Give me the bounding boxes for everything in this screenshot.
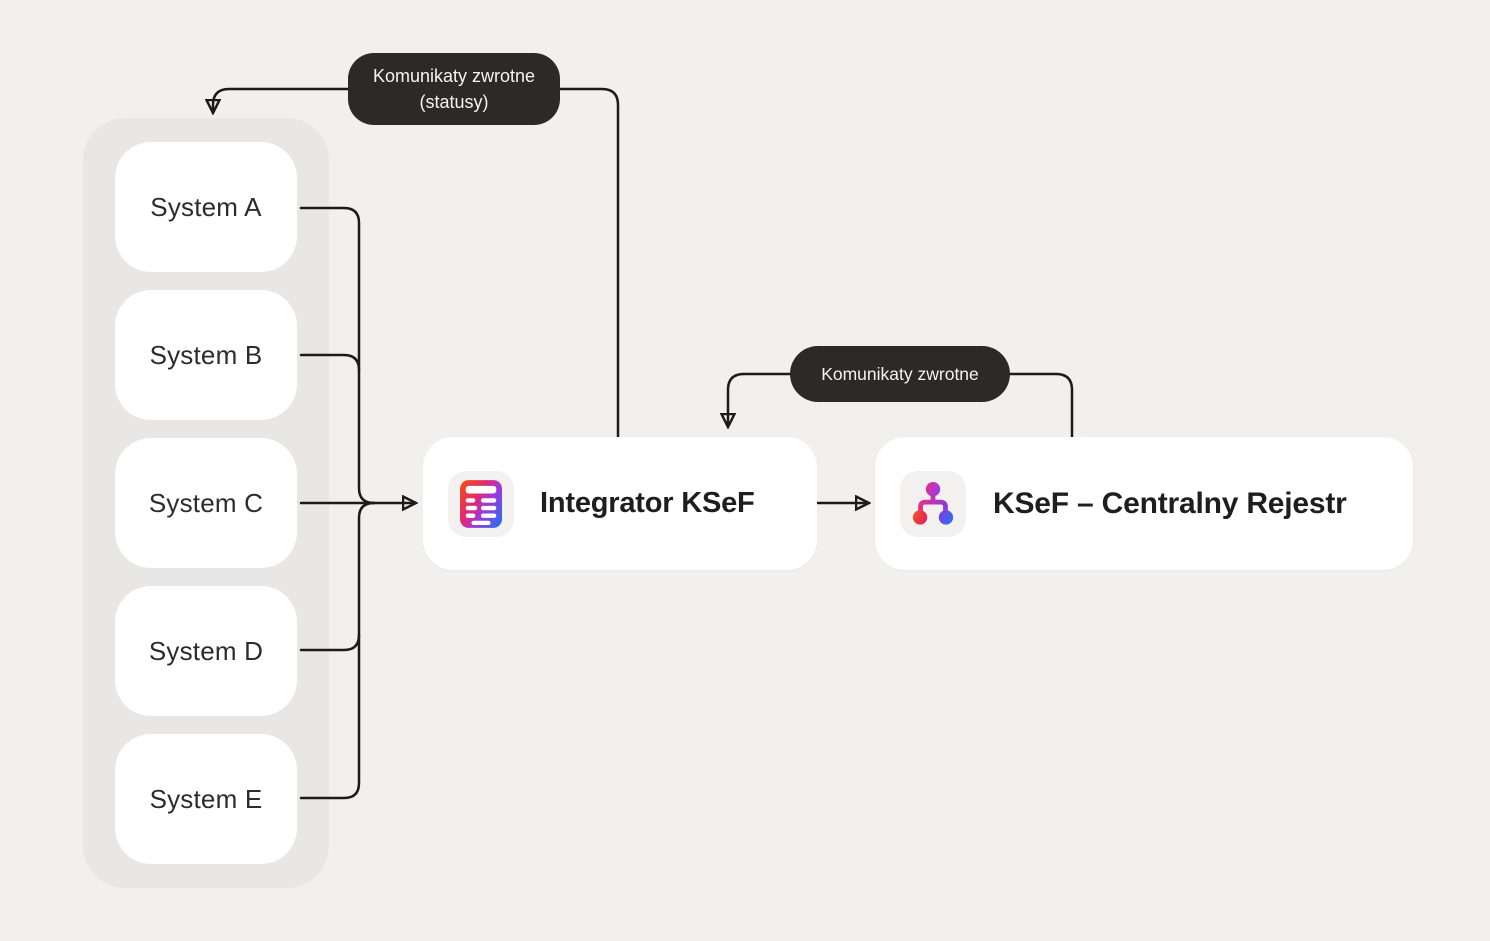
system-node-d: System D [115,586,297,716]
feedback-callout: Komunikaty zwrotne [790,346,1010,402]
integrator-ksef-title: Integrator KSeF [540,487,755,519]
invoice-icon [448,470,514,537]
system-node-a: System A [115,142,297,272]
system-label: System C [148,487,264,518]
statuses-callout: Komunikaty zwrotne (statusy) [348,53,560,125]
integrator-ksef-node: Integrator KSeF [423,437,817,570]
ksef-central-registry-title: KSeF – Centralny Rejestr [993,486,1347,520]
system-label: System D [148,635,264,666]
feedback-callout-label: Komunikaty zwrotne [821,363,979,384]
ksef-central-registry-node: KSeF – Centralny Rejestr [875,437,1413,570]
system-label: System E [149,783,263,814]
system-node-b: System B [115,290,297,420]
system-label: System A [150,191,262,222]
system-node-c: System C [115,438,297,568]
org-chart-icon [900,470,966,537]
system-label: System B [149,339,263,370]
statuses-callout-line2: (statusy) [419,92,489,112]
statuses-callout-line1: Komunikaty zwrotne [372,66,536,86]
system-node-e: System E [115,734,297,864]
